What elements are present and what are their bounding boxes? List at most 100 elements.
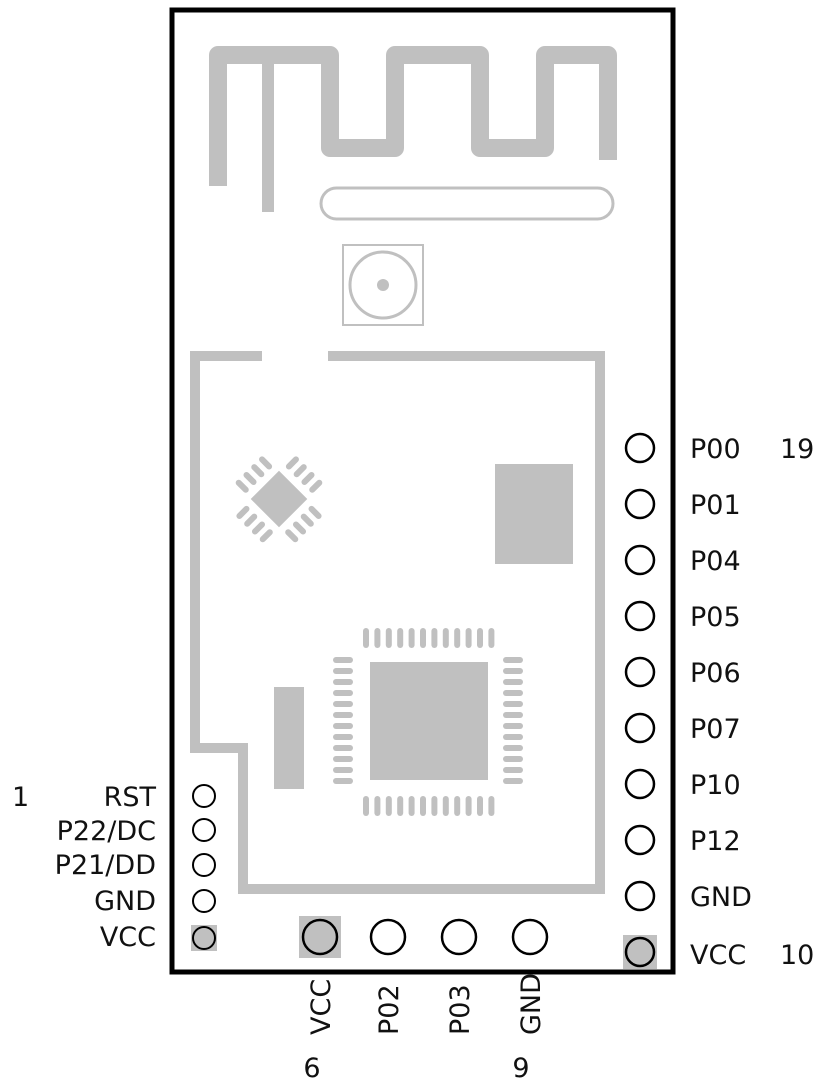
qfn-pad: [477, 796, 483, 816]
qfn-pad: [333, 712, 353, 718]
qfn-pad: [503, 657, 523, 663]
right-pin-label: P07: [690, 714, 741, 745]
right-pin-pad: [624, 712, 656, 744]
qfn-pad: [363, 796, 369, 816]
qfn-pad: [333, 767, 353, 773]
bottom-pin-pad: [301, 918, 339, 956]
qfn-pad: [374, 796, 381, 816]
right-pin-number-first: 19: [780, 434, 814, 465]
qfn-pad: [503, 767, 523, 773]
bottom-header: VCC P02 P03 GND 6 9: [299, 916, 549, 1082]
shield-outline: [190, 351, 605, 894]
bottom-pin-pad: [369, 918, 407, 956]
bottom-pin-number-first: 6: [303, 1053, 320, 1082]
right-pin-label: GND: [690, 882, 752, 913]
qfn-pad: [333, 756, 353, 762]
bottom-pin-square-pad: [299, 916, 341, 958]
qfn-pad: [385, 628, 392, 648]
right-pin-pad: [624, 656, 656, 688]
crystal-component: [495, 464, 573, 564]
qfn-pad: [503, 745, 523, 751]
qfn-pad: [397, 796, 404, 816]
qfn-pad: [454, 796, 461, 816]
right-pin-label: VCC: [690, 940, 746, 971]
left-pin-number-first: 1: [12, 782, 29, 813]
qfn-pad: [431, 628, 438, 648]
left-pin-pad: [192, 853, 216, 877]
qfn-pad: [503, 690, 523, 696]
qfn-pad: [442, 796, 449, 816]
bottom-pin-pad: [511, 918, 549, 956]
right-pin-pad: [624, 488, 656, 520]
qfn-pad: [408, 796, 415, 816]
qfn-pad: [503, 756, 523, 762]
right-pin-label: P12: [690, 826, 741, 857]
right-pin-pad: [624, 768, 656, 800]
left-pin-pad: [192, 784, 216, 808]
left-pin-square-pad: [191, 925, 217, 951]
module-outline: [169, 7, 676, 975]
qfn-pad: [397, 628, 404, 648]
qfn-pad: [420, 628, 426, 648]
bottom-pin-pad: [440, 918, 478, 956]
left-header: 1 RST P22/DC P21/DD GND VCC: [12, 782, 217, 953]
qfn-pad: [385, 796, 392, 816]
right-pin-pad: [624, 544, 656, 576]
qfn-pad: [465, 628, 472, 648]
qfn-pad: [442, 628, 449, 648]
right-pin-label: P00: [690, 434, 741, 465]
qfn-pad: [374, 628, 381, 648]
qfn-pad: [333, 657, 353, 663]
left-pin-pad: [192, 889, 216, 913]
qfn-pad: [408, 628, 415, 648]
right-pin-label: P06: [690, 658, 741, 689]
right-header: P00 P01 P04 P05 P06 P07 P10 P12 GND VCC …: [623, 432, 814, 971]
qfn-pad: [465, 796, 472, 816]
pcb-antenna: [209, 46, 617, 186]
qfn-pad: [420, 796, 426, 816]
right-pin-label: P10: [690, 770, 741, 801]
qfn-pad: [503, 668, 523, 674]
ufl-connector: [342, 244, 424, 326]
left-pin-label: GND: [94, 886, 156, 917]
right-pin-label: P05: [690, 602, 741, 633]
right-pin-pad: [624, 432, 656, 464]
qfn-pad: [503, 723, 523, 729]
bottom-pin-label: GND: [516, 973, 547, 1035]
left-pin-pad: [192, 926, 216, 950]
qfn-pad: [333, 778, 353, 784]
qfn-pad: [503, 701, 523, 707]
left-pin-label: VCC: [100, 922, 156, 953]
right-pin-label: P04: [690, 546, 741, 577]
main-qfn-chip: [333, 628, 523, 816]
board-slot: [319, 186, 615, 221]
qfn-pad: [477, 628, 483, 648]
left-pin-label: P22/DC: [57, 816, 156, 847]
qfn-pad: [363, 628, 369, 648]
qfn-pad: [333, 701, 353, 707]
bottom-pin-label: P03: [445, 984, 476, 1035]
qfn-pad: [431, 796, 438, 816]
qfn-pad: [333, 723, 353, 729]
bottom-pin-number-last: 9: [512, 1053, 529, 1082]
qfn-pad: [333, 745, 353, 751]
right-pin-number-last: 10: [780, 940, 814, 971]
qfn-pad: [503, 679, 523, 685]
left-pin-label: P21/DD: [55, 850, 156, 881]
qfn-pad: [503, 712, 523, 718]
qfn-pad: [333, 679, 353, 685]
qfn-pad: [333, 734, 353, 740]
bottom-pin-label: VCC: [306, 979, 337, 1035]
qfn-pad: [333, 690, 353, 696]
left-pin-label: RST: [104, 782, 157, 813]
bottom-pin-label: P02: [374, 984, 405, 1035]
qfn-pad: [488, 628, 495, 648]
left-pin-pad: [192, 818, 216, 842]
right-pin-pad: [624, 600, 656, 632]
right-pin-pad: [624, 880, 656, 912]
qfn-pad: [454, 628, 461, 648]
qfn-pad: [333, 668, 353, 674]
right-pin-label: P01: [690, 490, 741, 521]
vertical-component: [274, 687, 304, 789]
